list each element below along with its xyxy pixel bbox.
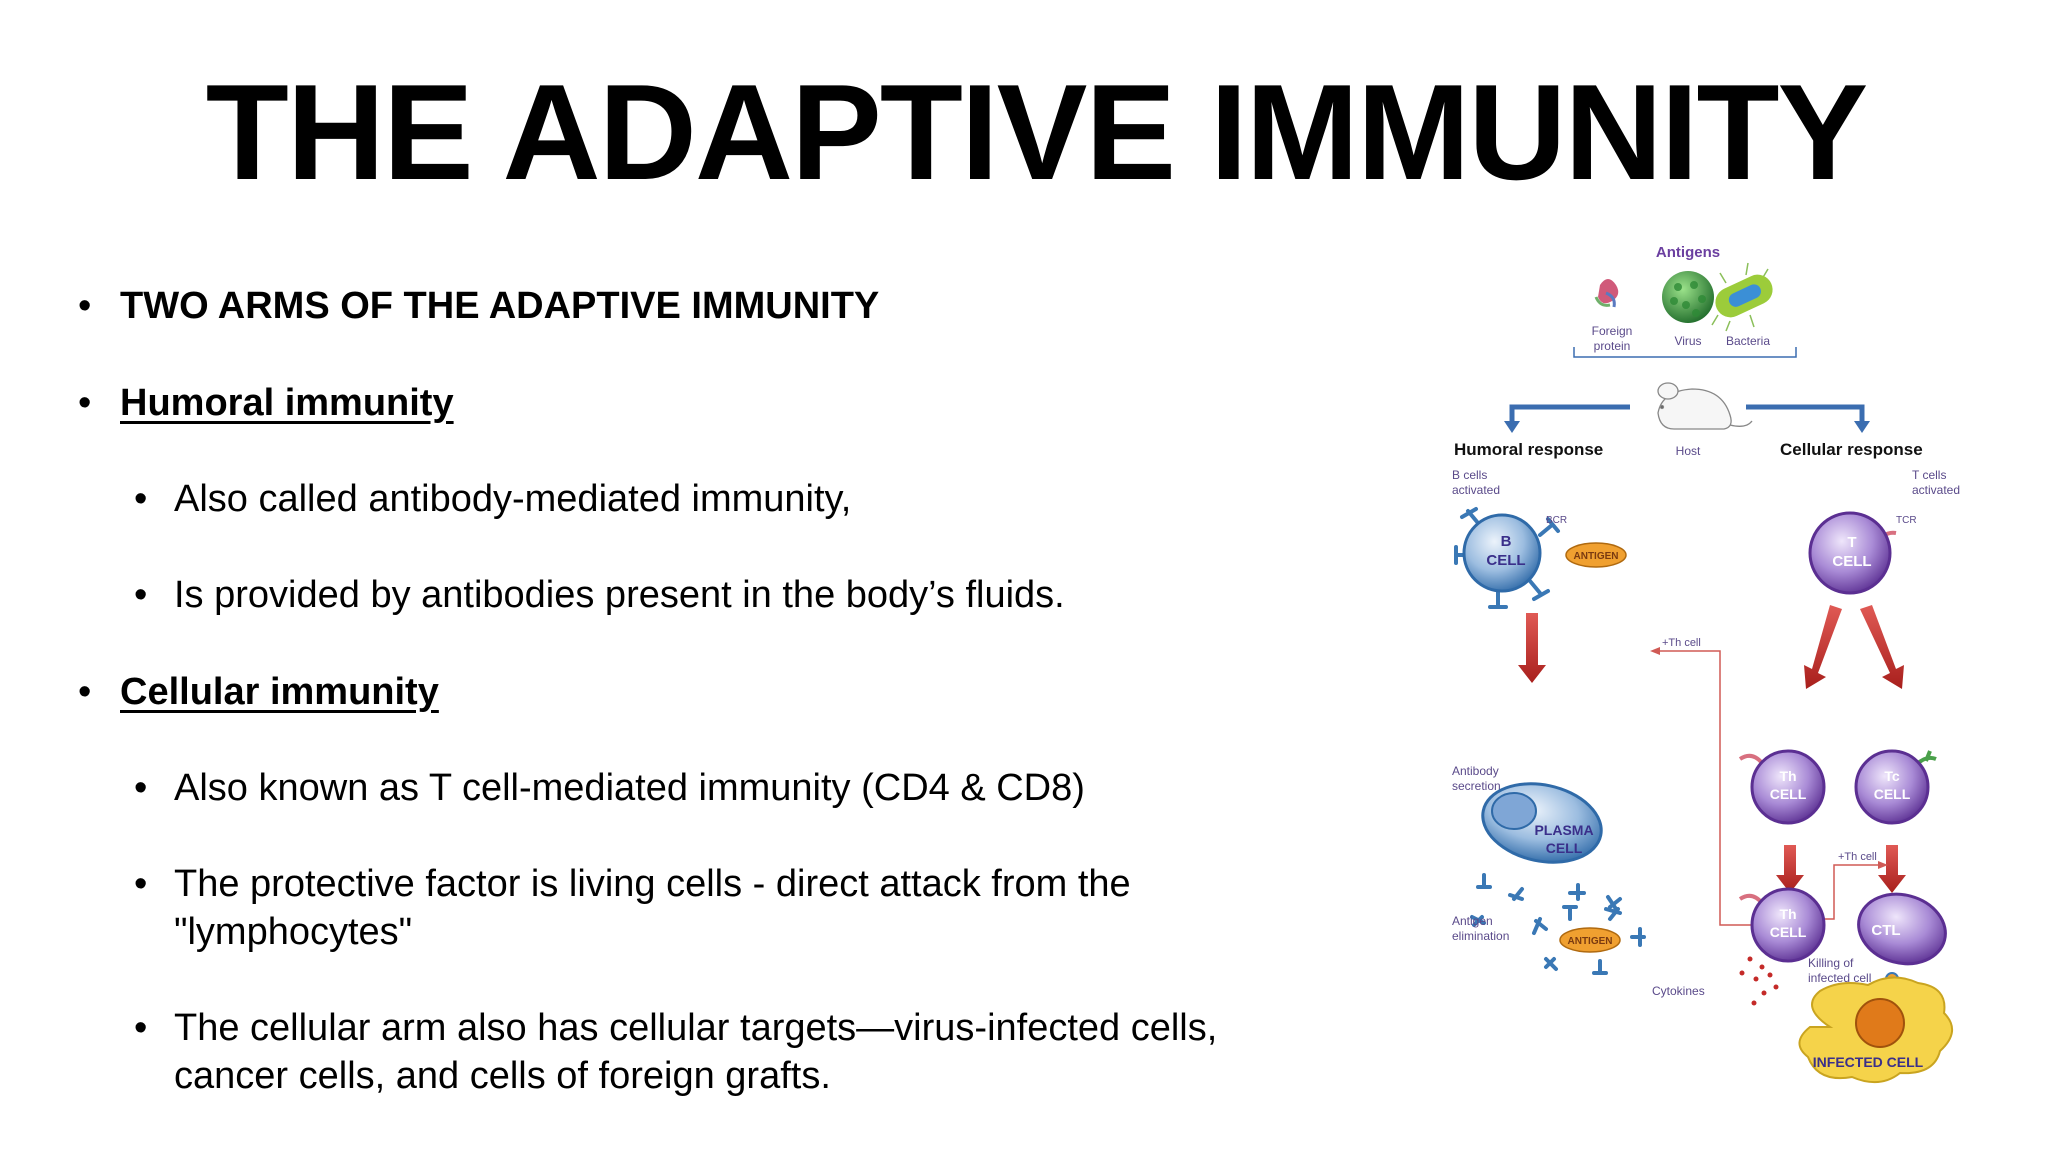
immunity-diagram: Antigens Foreign protein Virus Bacteria … [1450, 235, 2010, 1135]
bullet-text: Is provided by antibodies present in the… [174, 574, 1065, 616]
th-cell-plus-label-1: +Th cell [1662, 637, 1701, 649]
tc-cell-word: CELL [1874, 786, 1911, 802]
virus-label: Virus [1674, 334, 1701, 348]
bullet-text: Cellular immunity [120, 671, 439, 713]
b-cells-activated-label: activated [1452, 483, 1500, 497]
b-cell-icon: B CELL [1454, 507, 1560, 609]
cellular-response-label: Cellular response [1780, 440, 1923, 459]
slide-title: THE ADAPTIVE IMMUNITY [205, 56, 1869, 208]
host-mouse-icon [1657, 382, 1753, 430]
foreign-label: Foreign [1592, 324, 1633, 338]
bacteria-label: Bacteria [1726, 334, 1770, 348]
bullet-dot: • [134, 574, 148, 616]
bullet-dot: • [134, 767, 148, 809]
th-cell-icon: Th CELL [1738, 749, 1826, 825]
host-label: Host [1676, 444, 1701, 458]
bullet-dot: • [134, 478, 148, 520]
infected-cell-icon: INFECTED CELL [1798, 972, 1953, 1084]
bullet-dot: • [78, 671, 92, 713]
humoral-branch-arrow [1509, 404, 1630, 423]
bullet-text-cont: cancer cells, and cells of foreign graft… [174, 1055, 831, 1097]
b-cells-label: B cells [1452, 468, 1487, 482]
bullet-text: The cellular arm also has cellular targe… [174, 1007, 1218, 1049]
tc-cell-icon: Tc CELL [1854, 749, 1937, 825]
antigen-complex-icon: ANTIGEN [1532, 905, 1646, 975]
bullet-text: Humoral immunity [120, 382, 454, 424]
ctl-cell-icon: CTL [1857, 892, 1947, 966]
antibody-icons [1470, 873, 1622, 927]
antigens-label: Antigens [1656, 244, 1720, 261]
ctl-label: CTL [1871, 922, 1900, 939]
bcr-label: BCR [1546, 515, 1567, 526]
immunity-diagram-svg: Antigens Foreign protein Virus Bacteria … [1452, 244, 1960, 1084]
th-letter: Th [1779, 768, 1796, 784]
bullet-dot: • [134, 863, 148, 905]
antigen-badge: ANTIGEN [1565, 542, 1627, 568]
bullet-text: Also called antibody-mediated immunity, [174, 478, 852, 520]
humoral-response-label: Humoral response [1454, 440, 1603, 459]
protein-label: protein [1594, 339, 1631, 353]
cytokines-label: Cytokines [1652, 984, 1705, 998]
t-cell-word: CELL [1832, 553, 1871, 570]
th-cell-word: CELL [1770, 786, 1807, 802]
tc-letter: Tc [1884, 768, 1900, 784]
bullet-dot: • [78, 382, 92, 424]
bullet-dot: • [134, 1007, 148, 1049]
killing-label: Killing of [1808, 956, 1854, 970]
th-lower-letter: Th [1779, 906, 1796, 922]
foreign-protein-icon [1594, 279, 1619, 308]
cytokine-dots [1739, 956, 1779, 1006]
cellular-branch-arrow [1746, 404, 1865, 423]
plasma-cell-icon: PLASMA CELL [1481, 782, 1603, 864]
plasma-label: PLASMA [1534, 822, 1593, 838]
secretion-label: secretion [1452, 779, 1501, 793]
bullet-text-cont: "lymphocytes" [174, 911, 413, 953]
th-cell-lower-icon: Th CELL [1738, 887, 1826, 963]
antigen-label-2: ANTIGEN [1568, 936, 1613, 947]
b-cell-word: CELL [1486, 552, 1525, 569]
th-lower-cell-word: CELL [1770, 924, 1807, 940]
bullet-text: The protective factor is living cells - … [174, 863, 1131, 905]
antigen-elimination-label: Antigen [1452, 914, 1493, 928]
bullet-dot: • [78, 285, 92, 327]
t-cells-activated-label: activated [1912, 483, 1960, 497]
infected-cell-text: INFECTED CELL [1813, 1054, 1924, 1070]
t-cells-label: T cells [1912, 468, 1946, 482]
bacteria-icon [1711, 262, 1773, 332]
red-arrows [1518, 605, 1906, 893]
th-cell-plus-label-2: +Th cell [1838, 851, 1877, 863]
t-cell-letter: T [1847, 534, 1856, 551]
antigen-label: ANTIGEN [1574, 551, 1619, 562]
virus-icon [1662, 271, 1714, 323]
t-cell-icon: T CELL [1808, 511, 1897, 595]
plasma-cell-label: CELL [1546, 840, 1583, 856]
b-cell-letter: B [1501, 533, 1512, 550]
infected-cell-label: infected cell [1808, 971, 1871, 985]
elimination-label: elimination [1452, 929, 1509, 943]
antibody-secretion-label: Antibody [1452, 764, 1499, 778]
bullet-text: Also known as T cell-mediated immunity (… [174, 767, 1085, 809]
tcr-label: TCR [1896, 515, 1917, 526]
bullet-text: TWO ARMS OF THE ADAPTIVE IMMUNITY [120, 285, 880, 327]
